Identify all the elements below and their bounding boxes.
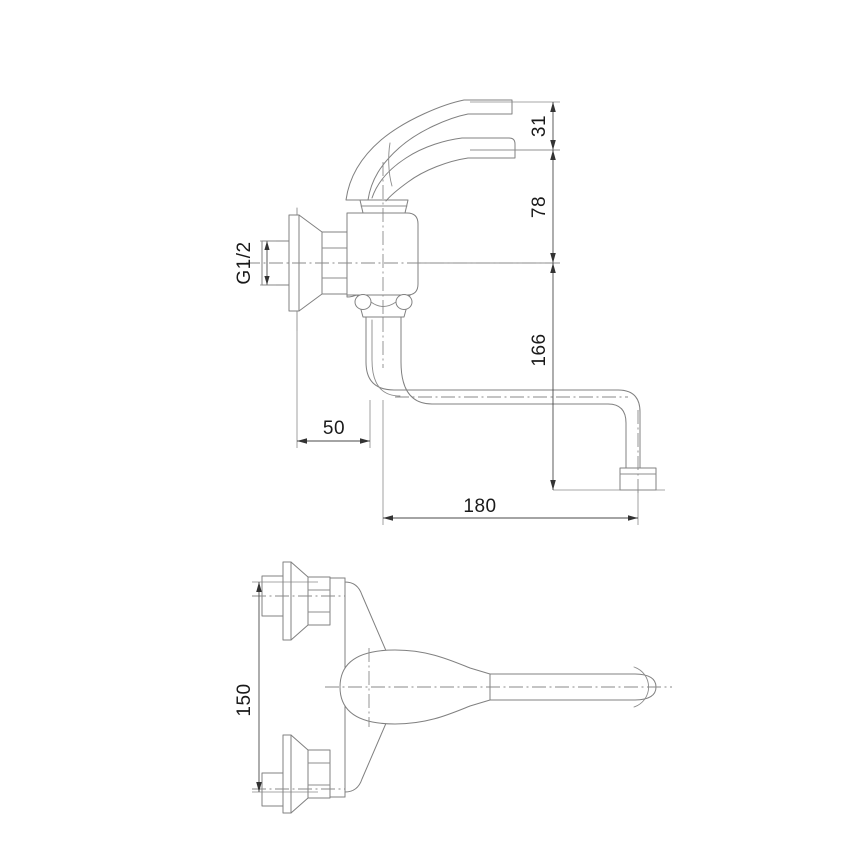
dimension-label-150: 150 (234, 683, 255, 716)
spout-tube (365, 316, 657, 491)
dimension-180: 180 (382, 400, 639, 525)
centerlines-side-view (246, 162, 639, 496)
plan-inlet-escutcheon-bottom (252, 734, 345, 814)
callout-g12-thread: G1/2 (234, 240, 276, 286)
dimension-78: 78 (420, 149, 560, 264)
side-elevation-view: 31 78 166 (234, 99, 665, 525)
dimension-label-31: 31 (529, 115, 550, 137)
dimension-166: 166 (420, 262, 665, 491)
dimension-label-50: 50 (323, 418, 345, 439)
dimension-label-78: 78 (529, 196, 550, 218)
spout-swivel-nut (354, 294, 413, 318)
dimension-50: 50 (296, 330, 371, 448)
dimension-label-g12: G1/2 (234, 241, 255, 284)
plan-handle-cap (339, 649, 491, 725)
dimension-label-166: 166 (529, 333, 550, 366)
centerlines-plan-view (325, 648, 672, 727)
dimension-150: 150 (234, 581, 318, 793)
lever-handle (345, 99, 516, 202)
plan-inlet-escutcheon-top (252, 561, 345, 641)
mixer-body (346, 199, 419, 296)
plan-view: 150 (234, 561, 672, 814)
dimension-label-180: 180 (463, 496, 496, 517)
